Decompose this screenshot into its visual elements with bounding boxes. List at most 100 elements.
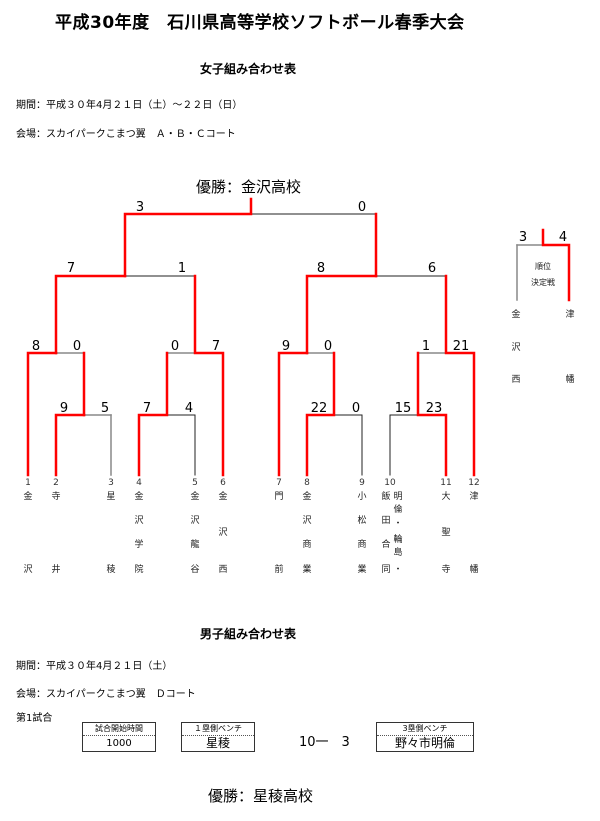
boys-period: 期間：平成３０年4月２１日（土） xyxy=(16,661,173,672)
seed-3: 3 xyxy=(108,478,114,488)
team-10-char-1: 飯 xyxy=(381,492,391,502)
score-qf-w23: 0 xyxy=(72,339,82,354)
score-r1-2: 9 xyxy=(59,401,69,416)
team-4-char-3: 学 xyxy=(134,540,144,550)
seed-6: 6 xyxy=(220,478,226,488)
bench3-header: 3塁側ベンチ xyxy=(377,723,473,736)
third-place-right-score: 4 xyxy=(558,230,568,245)
bench3-team: 野々市明倫 xyxy=(394,736,455,750)
start-time-box: 試合開始時間 1000 xyxy=(82,722,156,752)
start-time-value: 1000 xyxy=(106,738,132,749)
score-r1-4: 7 xyxy=(142,401,152,416)
score-final-right: 0 xyxy=(357,200,367,215)
score-qf-w45: 0 xyxy=(170,339,180,354)
team-5-char-2: 沢 xyxy=(190,516,200,526)
score-qf-w89: 0 xyxy=(323,339,333,354)
team-10-sub-5: 島 xyxy=(393,548,403,558)
boys-heading: 男子組み合わせ表 xyxy=(200,627,297,641)
team-4-char-1: 金 xyxy=(134,492,144,502)
girls-period: 期間：平成３０年4月２１日（土）～２２日（日） xyxy=(16,100,243,111)
boys-champion: 優勝：星稜高校 xyxy=(208,787,314,805)
page-title: 平成30年度 石川県高等学校ソフトボール春季大会 xyxy=(55,13,465,33)
score-sf-left-a: 7 xyxy=(66,261,76,276)
team-1-char-3: 沢 xyxy=(23,565,33,575)
girls-venue: 会場：スカイパークこまつ翼 Ａ・Ｂ・Ｃコート xyxy=(16,129,236,140)
seed-11: 11 xyxy=(440,478,452,488)
start-time-header: 試合開始時間 xyxy=(83,723,155,736)
seed-9: 9 xyxy=(359,478,365,488)
team-2-char-1: 寺 xyxy=(51,492,61,502)
team-9-char-1: 小 xyxy=(357,492,367,502)
girls-heading: 女子組み合わせ表 xyxy=(200,62,297,76)
third-place-label-1: 順位 xyxy=(535,262,551,271)
score-r1-9: 0 xyxy=(351,401,361,416)
seed-7: 7 xyxy=(276,478,282,488)
score-sf-right-a: 8 xyxy=(316,261,326,276)
team-2-char-3: 井 xyxy=(51,565,61,575)
seed-5: 5 xyxy=(192,478,198,488)
team-6-char-3: 西 xyxy=(218,565,228,575)
score-r1-5: 4 xyxy=(184,401,194,416)
bench1-team: 星稜 xyxy=(205,736,230,750)
seed-12: 12 xyxy=(468,478,480,488)
team-10-char-2: 田 xyxy=(381,516,391,526)
bench3-box: 3塁側ベンチ 野々市明倫 xyxy=(376,722,474,752)
team-11-char-2: 聖 xyxy=(441,528,451,538)
score-r1-3: 5 xyxy=(100,401,110,416)
third-place-label-2: 決定戦 xyxy=(531,278,555,287)
team-7-char-1: 門 xyxy=(274,492,284,502)
boys-match-score: 10一 3 xyxy=(299,735,350,750)
team-10-sub-6: ・ xyxy=(393,565,403,575)
team-3-char-3: 稜 xyxy=(106,565,116,575)
team-8-char-3: 商 xyxy=(302,540,312,550)
team-7-char-3: 前 xyxy=(274,565,284,575)
team-9-char-4: 業 xyxy=(357,565,367,575)
third-place-left-char-2: 沢 xyxy=(511,343,521,353)
score-qf-w1011: 1 xyxy=(421,339,431,354)
third-place-right-char-3: 幡 xyxy=(565,375,575,385)
team-3-char-1: 星 xyxy=(106,492,116,502)
girls-champion: 優勝：金沢高校 xyxy=(196,178,302,196)
team-12-char-1: 津 xyxy=(469,492,479,502)
third-place-left-char-1: 金 xyxy=(511,310,521,320)
team-6-char-2: 沢 xyxy=(218,528,228,538)
score-qf-12: 21 xyxy=(452,339,470,354)
seed-4: 4 xyxy=(136,478,142,488)
team-5-char-1: 金 xyxy=(190,492,200,502)
team-11-char-1: 大 xyxy=(441,492,451,502)
team-8-char-4: 業 xyxy=(302,565,312,575)
seed-8: 8 xyxy=(304,478,310,488)
team-6-char-1: 金 xyxy=(218,492,228,502)
team-10-sub-2: 倫 xyxy=(393,505,403,515)
team-10-sub-1: 明 xyxy=(393,492,403,502)
third-place-right-char-1: 津 xyxy=(565,310,575,320)
score-sf-right-b: 6 xyxy=(427,261,437,276)
score-final-left: 3 xyxy=(135,200,145,215)
team-11-char-3: 寺 xyxy=(441,565,451,575)
team-10-sub-4: 輪 xyxy=(393,535,403,545)
seed-2: 2 xyxy=(53,478,59,488)
score-qf-6: 7 xyxy=(211,339,221,354)
seed-1: 1 xyxy=(25,478,31,488)
score-r1-10: 15 xyxy=(394,401,412,416)
team-1-char-1: 金 xyxy=(23,492,33,502)
score-r1-11: 23 xyxy=(425,401,443,416)
score-sf-left-b: 1 xyxy=(177,261,187,276)
team-4-char-2: 沢 xyxy=(134,516,144,526)
team-5-char-4: 谷 xyxy=(190,565,200,575)
team-8-char-2: 沢 xyxy=(302,516,312,526)
team-10-sub-3: ・ xyxy=(393,519,403,529)
score-qf-1: 8 xyxy=(31,339,41,354)
score-qf-7: 9 xyxy=(281,339,291,354)
team-12-char-3: 幡 xyxy=(469,565,479,575)
team-9-char-2: 松 xyxy=(357,516,367,526)
third-place-left-score: 3 xyxy=(518,230,528,245)
seed-10: 10 xyxy=(384,478,396,488)
team-9-char-3: 商 xyxy=(357,540,367,550)
team-10-char-4: 同 xyxy=(381,565,391,575)
team-8-char-1: 金 xyxy=(302,492,312,502)
score-r1-8: 22 xyxy=(310,401,328,416)
third-place-left-char-3: 西 xyxy=(511,375,521,385)
team-5-char-3: 龍 xyxy=(190,540,200,550)
